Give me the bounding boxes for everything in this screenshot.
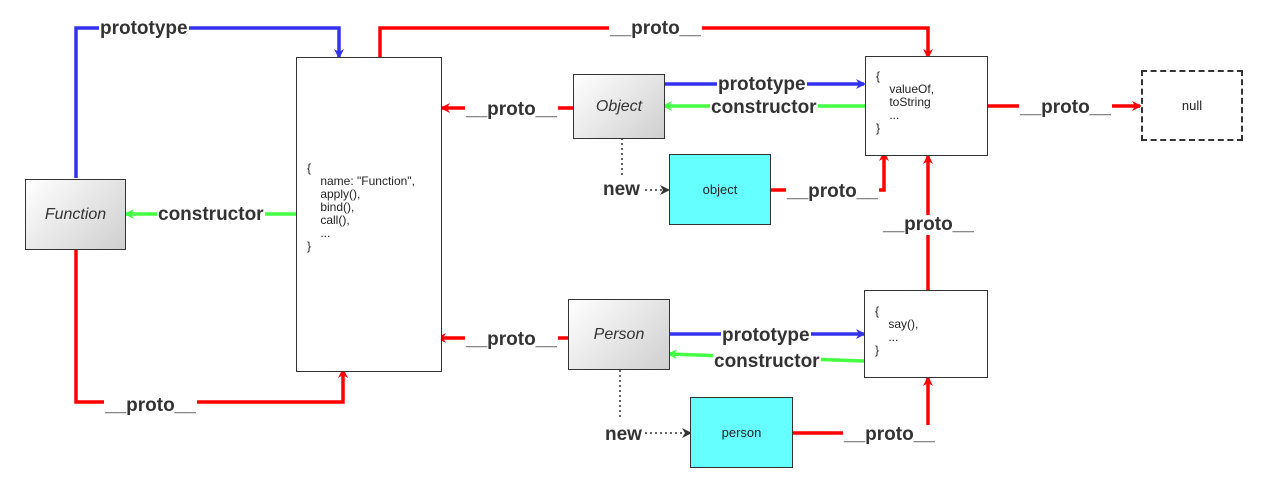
object-instance-proto-label: __proto__ <box>786 181 879 202</box>
person-prototype-line: } <box>875 343 880 357</box>
object-prototype-node: { valueOf, toString ... } <box>865 56 988 156</box>
function-prototype-node: { name: "Function", apply(), bind(), cal… <box>296 57 442 372</box>
object-prototype-line: { <box>876 69 881 83</box>
person-constructor-label: Person <box>593 325 645 343</box>
object-new-label: new <box>602 179 641 200</box>
null-label: null <box>1181 98 1203 113</box>
function-prototype-line: ... <box>307 226 331 240</box>
object-prototype-line: valueOf, <box>876 82 935 96</box>
object-instance-node: object <box>669 154 771 225</box>
person-prototype-line: ... <box>875 330 899 344</box>
function-prototype-line: call(), <box>307 213 350 227</box>
personproto-objproto-label: __proto__ <box>882 214 975 235</box>
object-prototype-line: ... <box>876 108 900 122</box>
person-instance-proto-label: __proto__ <box>843 424 936 445</box>
person-prototype-label: prototype <box>721 325 811 346</box>
person-constructor-label: constructor <box>713 351 821 372</box>
edge-function-prototype <box>74 26 344 178</box>
object-prototype-line: toString <box>876 95 931 109</box>
function-constructor-label: Function <box>44 205 107 223</box>
null-node: null <box>1141 70 1243 141</box>
object-prototype-label: prototype <box>717 74 807 95</box>
objproto-null-label: __proto__ <box>1019 97 1112 118</box>
person-instance-node: person <box>690 397 793 468</box>
function-prototype-line: } <box>307 239 312 253</box>
object-constructor-label: Object <box>595 97 643 115</box>
object-instance-label: object <box>702 182 738 197</box>
edge-person-new <box>619 370 690 433</box>
top-proto-label: __proto__ <box>609 18 702 39</box>
function-constructor-label: constructor <box>157 204 265 225</box>
person-prototype-line: { <box>875 304 880 318</box>
function-constructor-node: Function <box>25 179 126 250</box>
function-prototype-line: bind(), <box>307 200 355 214</box>
function-proto-label: __proto__ <box>104 395 197 416</box>
function-prototype-line: { <box>307 161 312 175</box>
object-constructor-label: constructor <box>710 97 818 118</box>
person-constructor-node: Person <box>568 299 670 370</box>
person-proto-label: __proto__ <box>465 329 558 350</box>
function-prototype-line: apply(), <box>307 187 361 201</box>
function-prototype-line: name: "Function", <box>307 174 415 188</box>
person-prototype-node: { say(), ... } <box>864 290 988 378</box>
object-constructor-node: Object <box>573 74 665 139</box>
person-prototype-line: say(), <box>875 317 919 331</box>
person-new-label: new <box>604 424 643 445</box>
function-prototype-label: prototype <box>99 18 189 39</box>
person-instance-label: person <box>721 425 762 440</box>
object-proto-label: __proto__ <box>465 99 558 120</box>
edge-object-new <box>621 138 668 190</box>
edge-function-proto <box>74 250 348 404</box>
object-prototype-line: } <box>876 121 881 135</box>
